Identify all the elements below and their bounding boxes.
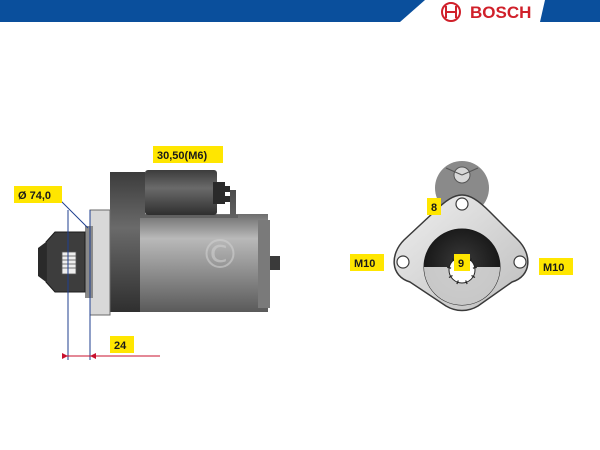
- starter-front-view: [393, 161, 529, 312]
- motor-body: [138, 214, 268, 312]
- diameter-leader-line: [59, 199, 89, 229]
- motor-end-cap: [258, 220, 270, 308]
- label-length: 30,50(M6): [153, 146, 223, 163]
- label-pinion-teeth: 9: [454, 254, 470, 271]
- label-pinion-teeth-bg: [454, 254, 470, 271]
- drive-housing: [110, 172, 238, 312]
- label-bolt-left-text: M10: [354, 258, 375, 270]
- hole-right: [513, 255, 527, 269]
- label-bolt-right-text: M10: [543, 262, 564, 274]
- hole-left: [396, 255, 410, 269]
- label-pinion-teeth-text: 9: [458, 258, 464, 270]
- label-bolt-left: M10: [350, 254, 384, 271]
- label-diameter: Ø 74,0: [14, 186, 62, 203]
- label-length-bg: [153, 146, 223, 163]
- motor-end-stud: [270, 256, 280, 270]
- label-hole-top-text: 8: [431, 202, 437, 214]
- header-banner: BOSCH: [0, 0, 600, 22]
- banner-stripe-left: [0, 0, 425, 22]
- label-length-text: 30,50(M6): [157, 150, 207, 162]
- hole-top: [455, 197, 469, 211]
- label-offset-text: 24: [114, 340, 127, 352]
- label-diameter-bg: [14, 186, 62, 203]
- banner-stripe-right: [540, 0, 600, 22]
- label-offset: 24: [110, 336, 134, 353]
- label-hole-top-bg: [427, 198, 441, 215]
- label-offset-bg: [110, 336, 134, 353]
- offset-dimension: [62, 353, 160, 359]
- pinion-teeth-lines: [62, 255, 76, 269]
- label-bolt-right-bg: [539, 258, 573, 275]
- bore-highlight: [424, 267, 500, 305]
- copyright-watermark: ©: [200, 232, 240, 278]
- solenoid: [145, 170, 217, 215]
- brand-name: BOSCH: [470, 3, 531, 22]
- pinion-gear: [61, 251, 77, 275]
- pinion-nose: [38, 242, 46, 282]
- label-bolt-right: M10: [539, 258, 573, 275]
- bosch-logo: BOSCH: [441, 2, 531, 22]
- label-bolt-left-bg: [350, 254, 384, 271]
- label-hole-top: 8: [427, 198, 441, 215]
- solenoid-terminal: [213, 182, 225, 204]
- flange-lip: [85, 226, 93, 298]
- starter-side-view: ©: [38, 170, 280, 360]
- label-diameter-text: Ø 74,0: [18, 190, 51, 202]
